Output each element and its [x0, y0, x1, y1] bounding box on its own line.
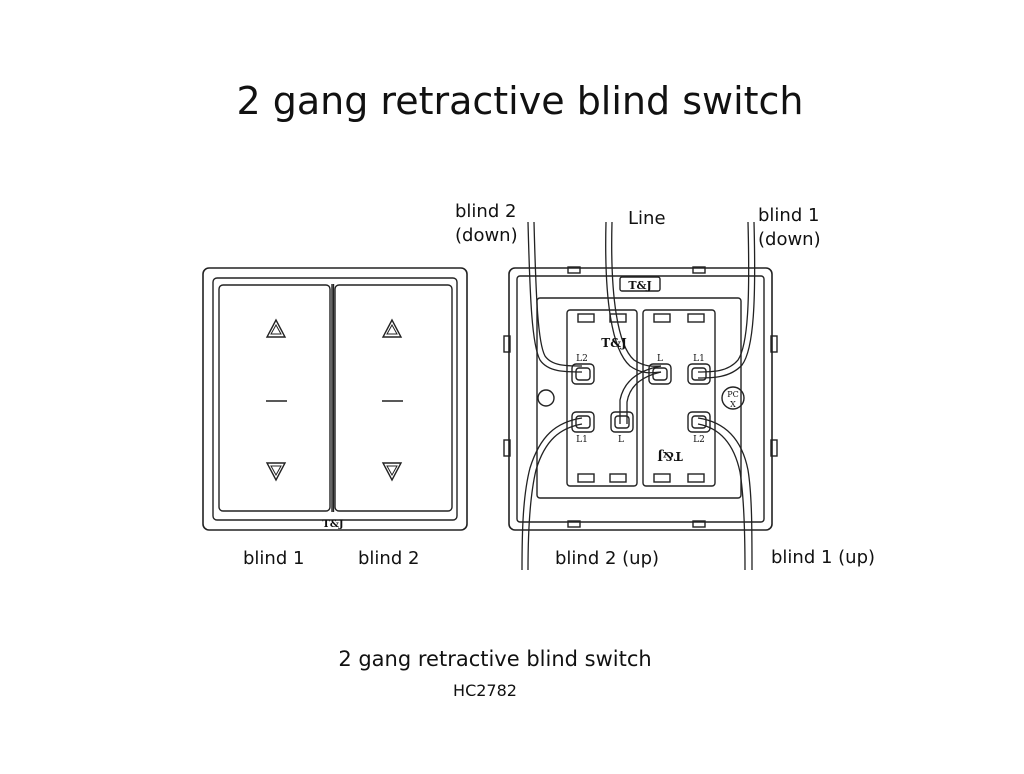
rocker-label-blind2: blind 2: [358, 548, 420, 569]
down-arrow-icon: [265, 462, 287, 482]
label-blind1-down-line1: blind 1: [758, 205, 820, 226]
label-blind1-up: blind 1 (up): [771, 547, 876, 568]
terminal-label-l2-bottom: L2: [693, 435, 705, 445]
wires: [521, 221, 756, 571]
terminal-label-l2-top: L2: [576, 354, 588, 364]
terminal-label-l-top: L: [657, 354, 663, 364]
terminal-label-l1-bottom: L1: [576, 435, 588, 445]
front-switch-plate: [202, 267, 468, 531]
wire-blind1-down: [697, 221, 750, 373]
terminal-top-right: [687, 363, 711, 385]
terminal-top-left: [571, 363, 595, 385]
marking-pc: PC: [727, 390, 739, 399]
down-arrow-icon: [381, 462, 403, 482]
wire-line: [605, 221, 662, 374]
terminal-label-l1-top: L1: [693, 354, 705, 364]
caption-title: 2 gang retractive blind switch: [338, 647, 652, 671]
label-blind2-up: blind 2 (up): [555, 548, 660, 569]
terminal-label-l-bottom: L: [618, 435, 624, 445]
label-line: Line: [628, 208, 666, 229]
module-left-brand: T&J: [601, 336, 627, 350]
page-title: 2 gang retractive blind switch: [236, 79, 804, 123]
up-arrow-icon: [381, 318, 403, 338]
back-switch-frame: [503, 266, 778, 531]
label-blind2-down-line2: (down): [455, 225, 518, 246]
terminal-top-center: [648, 363, 672, 385]
module-right-brand: T&J: [657, 449, 683, 463]
terminal-bottom-left: [571, 411, 595, 433]
label-blind2-down-line1: blind 2: [455, 201, 517, 222]
wire-blind1-up: [697, 417, 753, 571]
up-arrow-icon: [265, 318, 287, 338]
terminal-bottom-center: [610, 411, 634, 433]
back-brand-text: T&J: [628, 279, 651, 292]
terminal-blocks: [571, 363, 711, 433]
front-brand-text: T&J: [322, 519, 343, 530]
rocker-label-blind1: blind 1: [243, 548, 305, 569]
marking-x: X: [730, 400, 736, 409]
terminal-bottom-right: [687, 411, 711, 433]
label-blind1-down-line2: (down): [758, 229, 821, 250]
caption-model-number: HC2782: [453, 681, 517, 700]
wire-blind2-down: [527, 221, 583, 373]
wire-blind2-up: [527, 423, 583, 571]
